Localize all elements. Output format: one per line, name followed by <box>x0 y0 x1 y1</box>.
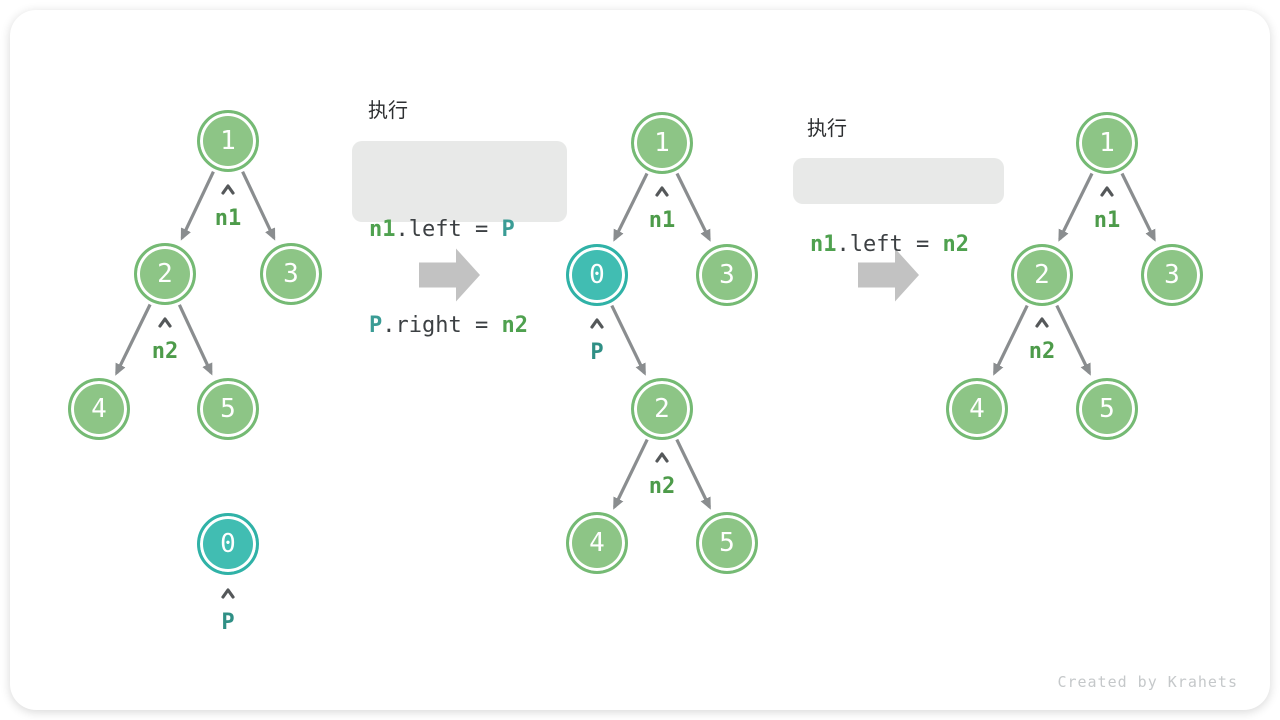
caret-up-icon <box>590 318 604 329</box>
code-token: P <box>369 313 383 338</box>
pointer-n2: n2 <box>632 448 692 499</box>
node-value: 2 <box>1034 260 1050 290</box>
node-value: 3 <box>719 260 735 290</box>
code-token: P <box>501 217 515 242</box>
code-block: n1.left = n2 <box>793 158 1004 257</box>
tree-node: 3 <box>1141 244 1203 306</box>
tree-node: 4 <box>566 512 628 574</box>
code-token: .right = <box>382 313 502 338</box>
code-line: P.right = n2 <box>369 310 553 342</box>
pointer-label: P <box>590 340 604 365</box>
tree-node: 5 <box>197 378 259 440</box>
node-value: 4 <box>969 394 985 424</box>
code-token: .left = <box>836 232 943 257</box>
node-value: 2 <box>157 259 173 289</box>
code-block: n1.left = P P.right = n2 <box>352 141 567 338</box>
pointer-label: n1 <box>1093 208 1121 233</box>
pointer-n1: n1 <box>1077 182 1137 233</box>
pointer-label: P <box>221 610 235 635</box>
tree-node: 2 <box>1011 244 1073 306</box>
watermark: Created by Krahets <box>1057 673 1238 691</box>
tree-node: 2 <box>631 378 693 440</box>
node-value: 5 <box>220 394 236 424</box>
execute-label: 执行 <box>368 98 408 122</box>
pointer-label: n2 <box>1028 339 1056 364</box>
pointer-p: P <box>198 584 258 635</box>
node-value: 1 <box>654 128 670 158</box>
node-value: 5 <box>719 528 735 558</box>
code-line: n1.left = P <box>369 214 553 246</box>
pointer-label: n1 <box>214 206 242 231</box>
code-token: .left = <box>395 217 502 242</box>
tree-node: 2 <box>134 243 196 305</box>
code-token: n2 <box>501 313 528 338</box>
caret-up-icon <box>1035 317 1049 328</box>
node-value: 3 <box>283 259 299 289</box>
pointer-p: P <box>567 314 627 365</box>
pointer-label: n2 <box>151 339 179 364</box>
caret-up-icon <box>221 184 235 195</box>
tree-node: 1 <box>631 112 693 174</box>
caret-up-icon <box>655 186 669 197</box>
caret-up-icon <box>1100 186 1114 197</box>
caret-up-icon <box>655 452 669 463</box>
node-value: 5 <box>1099 394 1115 424</box>
code-token: n1 <box>369 217 396 242</box>
pointer-n1: n1 <box>198 180 258 231</box>
tree-node: 5 <box>696 512 758 574</box>
node-value: 4 <box>91 394 107 424</box>
tree-node-p: 0 <box>197 513 259 575</box>
tree-node: 5 <box>1076 378 1138 440</box>
node-value: 1 <box>1099 128 1115 158</box>
tree-node: 4 <box>68 378 130 440</box>
caret-up-icon <box>158 317 172 328</box>
pointer-n2: n2 <box>1012 313 1072 364</box>
tree-node: 3 <box>260 243 322 305</box>
node-value: 3 <box>1164 260 1180 290</box>
tree-node-p: 0 <box>566 244 628 306</box>
pointer-n2: n2 <box>135 313 195 364</box>
pointer-n1: n1 <box>632 182 692 233</box>
node-value: 0 <box>220 529 236 559</box>
tree-node: 1 <box>1076 112 1138 174</box>
code-line: n1.left = n2 <box>810 229 990 261</box>
code-token: n2 <box>942 232 969 257</box>
node-value: 4 <box>589 528 605 558</box>
tree-node: 4 <box>946 378 1008 440</box>
pointer-label: n1 <box>648 208 676 233</box>
node-value: 1 <box>220 126 236 156</box>
node-value: 0 <box>589 260 605 290</box>
code-token: n1 <box>810 232 837 257</box>
pointer-label: n2 <box>648 474 676 499</box>
caret-up-icon <box>221 588 235 599</box>
tree-node: 3 <box>696 244 758 306</box>
node-value: 2 <box>654 394 670 424</box>
tree-node: 1 <box>197 110 259 172</box>
execute-label: 执行 <box>807 116 847 140</box>
